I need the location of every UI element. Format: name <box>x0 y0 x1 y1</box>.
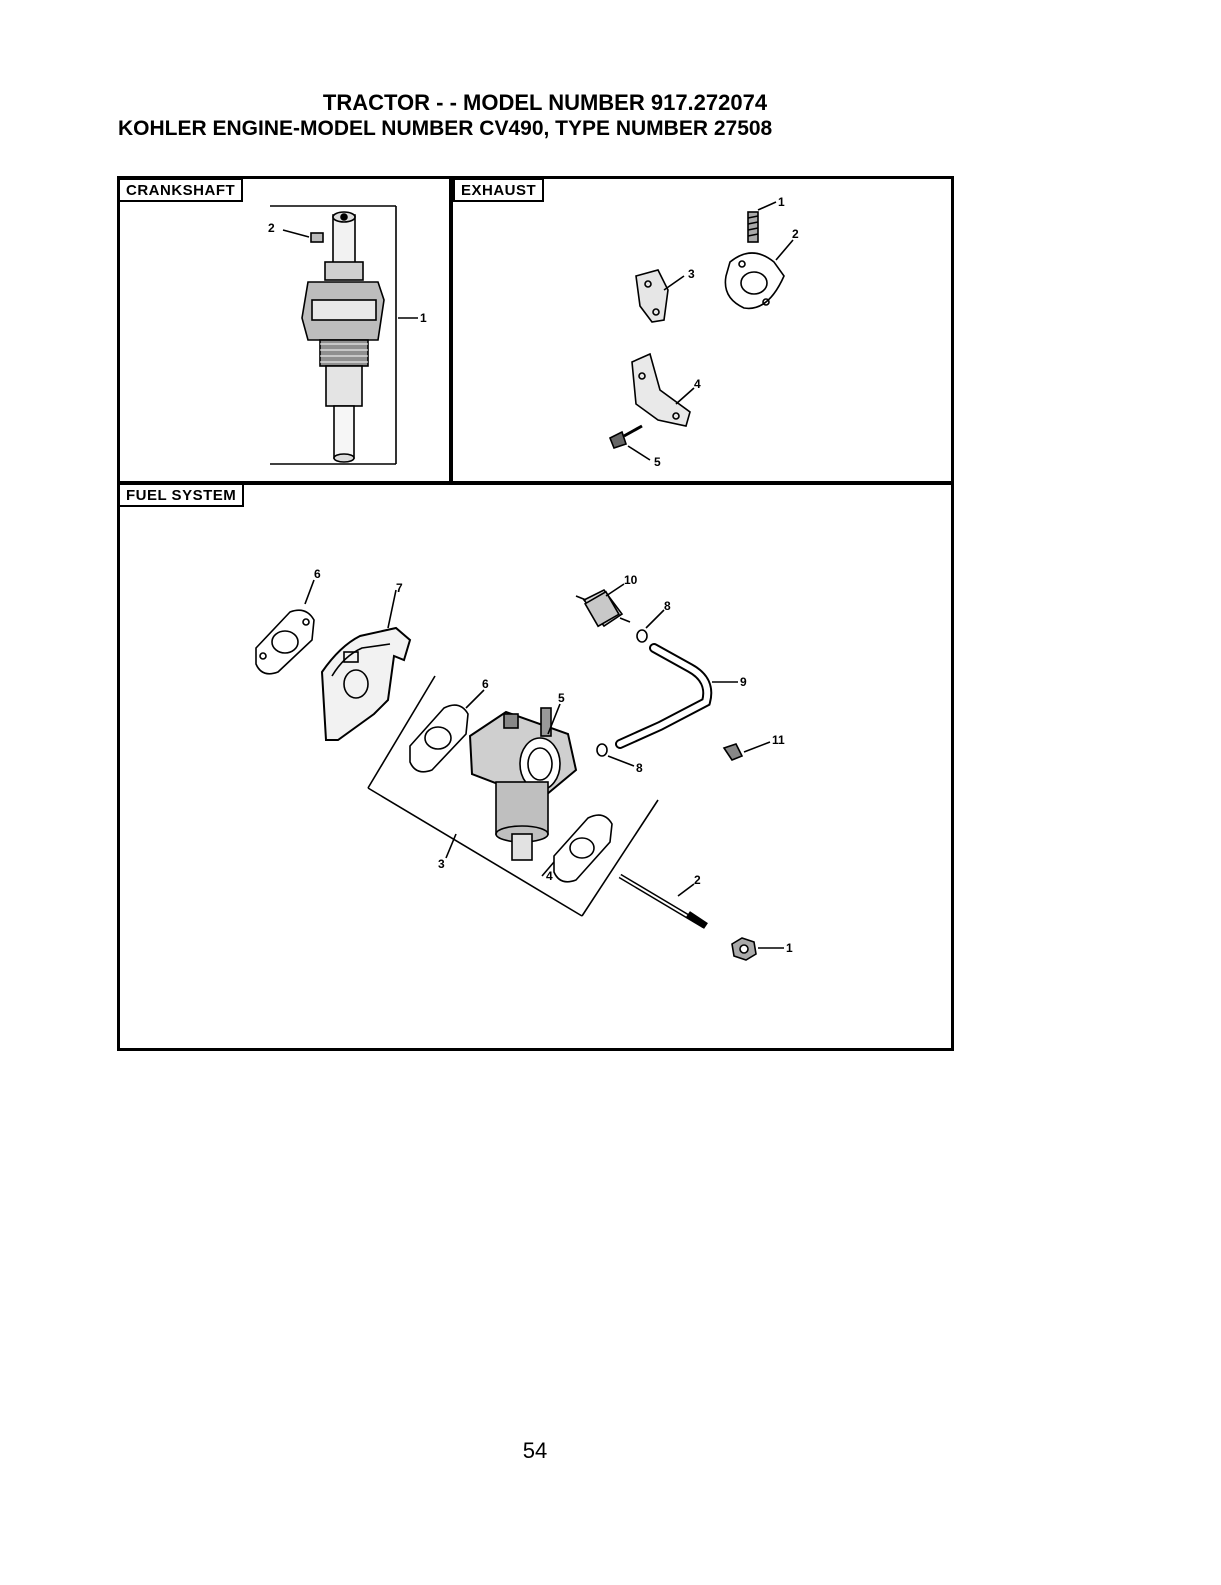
fuel-system-callout: 3 <box>438 857 445 871</box>
crankshaft-callout: 1 <box>420 311 427 325</box>
fuel-system-callout: 2 <box>694 873 701 887</box>
exhaust-callout: 3 <box>688 267 695 281</box>
fuel-system-parts <box>256 580 784 960</box>
fuel-system-callout: 11 <box>772 733 785 747</box>
exhaust-parts <box>610 202 793 460</box>
crankshaft-part <box>270 206 418 464</box>
fuel-system-callout: 8 <box>664 599 671 613</box>
fuel-system-callout: 6 <box>314 567 321 581</box>
exhaust-callout: 4 <box>694 377 701 391</box>
crankshaft-callout: 2 <box>268 221 275 235</box>
fuel-system-callout: 6 <box>482 677 489 691</box>
fuel-system-callout: 8 <box>636 761 643 775</box>
exhaust-callout: 5 <box>654 455 661 469</box>
fuel-system-callout: 5 <box>558 691 565 705</box>
fuel-system-callout: 7 <box>396 581 403 595</box>
fuel-system-callout: 1 <box>786 941 793 955</box>
exhaust-callout: 1 <box>778 195 785 209</box>
fuel-system-callout: 10 <box>624 573 638 587</box>
page-number: 54 <box>0 1438 1070 1464</box>
fuel-system-callout: 9 <box>740 675 747 689</box>
fuel-system-callout: 4 <box>546 869 553 883</box>
exhaust-callout: 2 <box>792 227 799 241</box>
